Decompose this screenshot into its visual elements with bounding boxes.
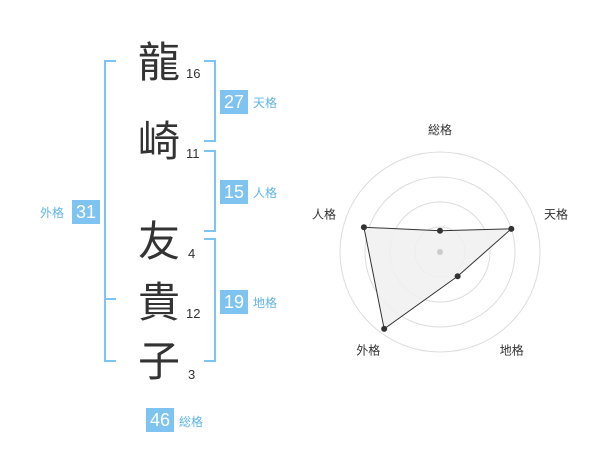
radar-point-4 <box>381 325 388 332</box>
gaikaku-badge: 31 <box>72 200 100 224</box>
radar-axis-label-1: 総格 <box>428 122 452 137</box>
radar-axis-label-2: 天格 <box>544 206 568 221</box>
kanji-2: 崎 <box>137 117 180 166</box>
stroke-count-5: 3 <box>188 367 196 382</box>
radar-axis-label-3: 地格 <box>500 343 524 358</box>
kanji-1: 龍 <box>137 38 180 87</box>
radar-axis-label-4: 外格 <box>356 343 380 358</box>
soukaku-badge: 46 <box>146 408 174 432</box>
tenkaku-bracket <box>204 60 216 142</box>
jinkaku-bracket <box>204 150 216 232</box>
soukaku-label: 総格 <box>179 415 204 429</box>
stroke-count-3: 4 <box>188 246 196 261</box>
gaikaku-label: 外格 <box>40 206 65 220</box>
radar-point-1 <box>437 227 443 234</box>
radar-axis-label-5: 人格 <box>312 206 336 221</box>
chikaku-badge: 19 <box>220 290 248 314</box>
chikaku-bracket <box>204 238 216 362</box>
radar-ring-3 <box>364 176 516 328</box>
tenkaku-label: 天格 <box>253 96 278 110</box>
jinkaku-label: 人格 <box>253 186 278 200</box>
chikaku-label: 地格 <box>253 296 278 310</box>
gaikaku-bracket-tick <box>106 298 116 300</box>
gaikaku-bracket <box>104 60 116 362</box>
kanji-4: 貴 <box>137 278 180 327</box>
stroke-count-4: 12 <box>186 306 201 321</box>
stroke-count-1: 16 <box>186 66 201 81</box>
stroke-count-2: 11 <box>186 146 200 161</box>
kanji-5: 子 <box>137 337 180 386</box>
radar-area <box>363 226 513 330</box>
radar-ring-4 <box>339 151 541 353</box>
jinkaku-badge: 15 <box>220 180 248 204</box>
radar-point-2 <box>508 225 515 232</box>
radar-point-5 <box>360 224 367 231</box>
tenkaku-badge: 27 <box>220 90 248 114</box>
radar-center <box>437 249 443 255</box>
radar-point-3 <box>454 273 461 280</box>
kanji-3: 友 <box>137 217 180 266</box>
